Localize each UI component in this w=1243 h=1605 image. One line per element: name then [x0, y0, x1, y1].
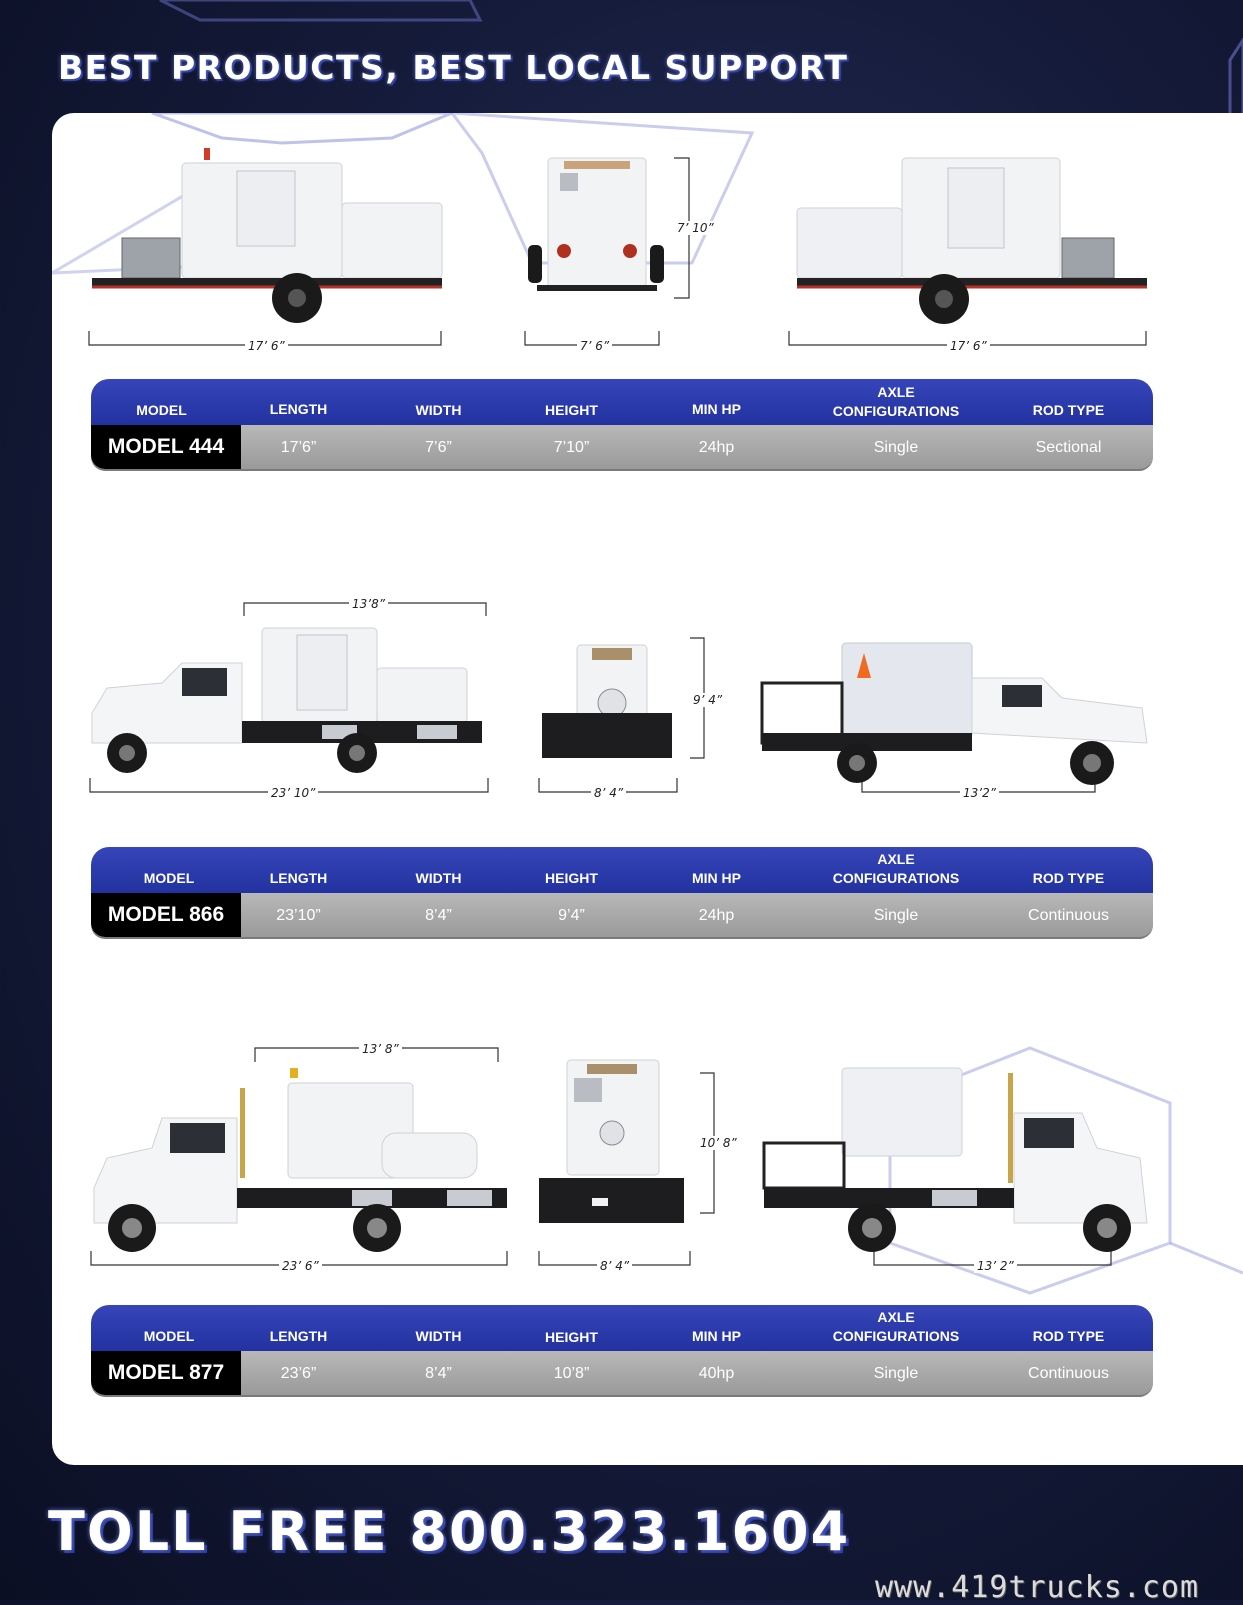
width-value: 7’6”: [425, 439, 452, 456]
header-model: MODEL: [136, 402, 187, 418]
header-height: HEIGHT: [545, 870, 598, 886]
spec-table-model-444: MODEL LENGTH WIDTH HEIGHT MIN HP AXLE CO…: [91, 379, 1153, 471]
min-hp-value: 24hp: [698, 439, 735, 456]
dimension-label: 8’ 4”: [597, 1259, 633, 1273]
truck-rear-view: [542, 644, 672, 758]
toll-free-phone: TOLL FREE 800.323.1604: [48, 1500, 851, 1563]
axle-value: Single: [873, 1365, 919, 1382]
model-444-illustrations: [88, 148, 1147, 346]
length-value: 17’6”: [280, 439, 317, 456]
spec-table-header: MODEL LENGTH WIDTH HEIGHT MIN HP AXLE CO…: [91, 847, 1153, 893]
dimension-label: 7’ 6”: [577, 339, 613, 353]
page-title: BEST PRODUCTS, BEST LOCAL SUPPORT: [58, 48, 849, 87]
dimension-label: 10’ 8”: [697, 1136, 740, 1150]
model-name: MODEL 877: [91, 1351, 241, 1395]
min-hp-value: 24hp: [698, 907, 735, 924]
dimension-label: 23’ 10”: [268, 786, 319, 800]
header-configurations: CONFIGURATIONS: [832, 870, 960, 886]
min-hp-value: 40hp: [698, 1365, 735, 1382]
width-value: 8’4”: [425, 907, 452, 924]
header-min-hp: MIN HP: [692, 1328, 741, 1344]
product-panel: 17’ 6” 7’ 6” 7’ 10” 17’ 6” MODEL LENGTH …: [52, 113, 1243, 1465]
dimension-label: 9’ 4”: [690, 693, 726, 707]
header-width: WIDTH: [415, 402, 462, 418]
length-value: 23’10”: [276, 907, 321, 924]
dimension-label: 13’ 8”: [359, 1042, 402, 1056]
header-rod-type: ROD TYPE: [1032, 870, 1105, 886]
truck-side-view-left: [91, 627, 482, 773]
truck-rear-view: [539, 1059, 684, 1223]
spec-table-header: MODEL LENGTH WIDTH HEIGHT MIN HP AXLE CO…: [91, 1305, 1153, 1351]
header-width: WIDTH: [415, 1328, 462, 1344]
dimension-label: 8’ 4”: [591, 786, 627, 800]
rod-type-value: Sectional: [1035, 439, 1102, 456]
truck-side-view-right: [762, 1067, 1148, 1252]
truck-side-view-left: [93, 1068, 507, 1252]
header-axle: AXLE: [877, 851, 915, 867]
model-866-illustrations: [89, 602, 1148, 793]
dimension-label: 13’ 2”: [974, 1259, 1017, 1273]
header-length: LENGTH: [269, 870, 328, 886]
rod-type-value: Continuous: [1028, 1365, 1109, 1382]
height-value: 7’10”: [553, 439, 590, 456]
trailer-side-view-right: [796, 157, 1147, 324]
header-height: HEIGHT: [545, 402, 598, 418]
spec-row: MODEL 877 23’6” 8’4” 10’8” 40hp Single C…: [91, 1351, 1153, 1397]
spec-row: MODEL 444 17’6” 7’6” 7’10” 24hp Single S…: [91, 425, 1153, 471]
website-watermark: www.419trucks.com: [875, 1570, 1200, 1605]
dimension-label: 7’ 10”: [674, 221, 717, 235]
rod-type-value: Continuous: [1028, 907, 1109, 924]
axle-value: Single: [873, 907, 919, 924]
header-configurations: CONFIGURATIONS: [832, 1328, 960, 1344]
header-configurations: CONFIGURATIONS: [832, 403, 960, 419]
dimension-label: 23’ 6”: [279, 1259, 322, 1273]
header-width: WIDTH: [415, 870, 462, 886]
header-length: LENGTH: [269, 1328, 328, 1344]
spec-table-model-866: MODEL LENGTH WIDTH HEIGHT MIN HP AXLE CO…: [91, 847, 1153, 939]
header-min-hp: MIN HP: [692, 401, 741, 417]
header-min-hp: MIN HP: [692, 870, 741, 886]
header-model: MODEL: [143, 870, 195, 886]
width-value: 8’4”: [425, 1365, 452, 1382]
spec-table-header: MODEL LENGTH WIDTH HEIGHT MIN HP AXLE CO…: [91, 379, 1153, 425]
trailer-side-view-left: [92, 148, 443, 323]
length-value: 23’6”: [280, 1365, 317, 1382]
height-value: 10’8”: [553, 1365, 590, 1382]
header-length: LENGTH: [269, 401, 328, 417]
header-axle: AXLE: [877, 1309, 915, 1325]
axle-value: Single: [873, 439, 919, 456]
dimension-label: 13’2”: [960, 786, 999, 800]
header-axle: AXLE: [877, 384, 915, 400]
dimension-label: 17’ 6”: [245, 339, 288, 353]
header-height: HEIGHT: [545, 1329, 598, 1345]
header-rod-type: ROD TYPE: [1032, 402, 1105, 418]
dimension-label: 17’ 6”: [947, 339, 990, 353]
model-name: MODEL 444: [91, 425, 241, 469]
model-name: MODEL 866: [91, 893, 241, 937]
model-877-illustrations: [90, 1047, 1148, 1266]
truck-side-view-right: [760, 642, 1148, 785]
dimension-label: 13’8”: [349, 597, 388, 611]
trailer-rear-view: [528, 157, 664, 291]
header-rod-type: ROD TYPE: [1032, 1328, 1105, 1344]
header-model: MODEL: [143, 1328, 195, 1344]
spec-row: MODEL 866 23’10” 8’4” 9’4” 24hp Single C…: [91, 893, 1153, 939]
spec-table-model-877: MODEL LENGTH WIDTH HEIGHT MIN HP AXLE CO…: [91, 1305, 1153, 1397]
height-value: 9’4”: [558, 907, 585, 924]
